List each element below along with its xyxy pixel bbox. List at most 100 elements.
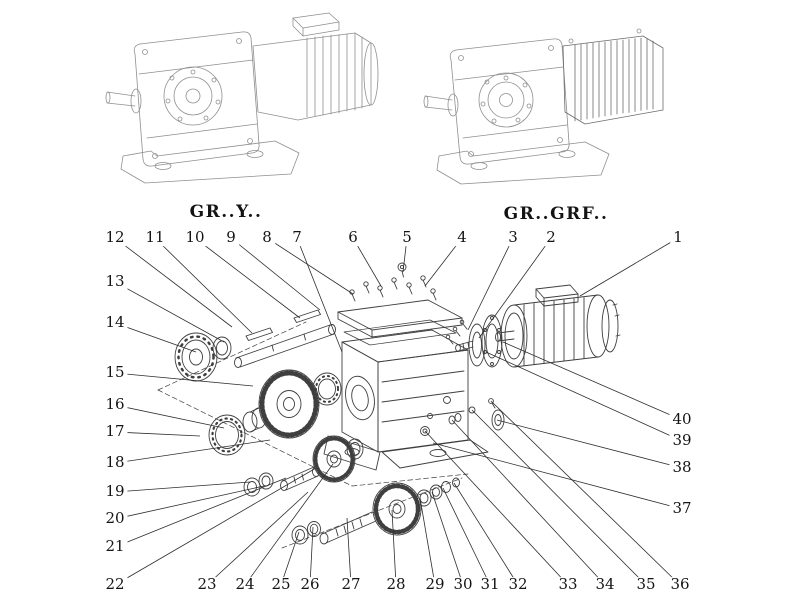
plugs-and-seals — [420, 398, 505, 436]
callout-40: 40 — [669, 411, 695, 428]
callout-16: 16 — [102, 396, 128, 413]
callout-31: 31 — [477, 576, 503, 593]
variant-label-gr-y: GR..Y.. — [189, 202, 263, 222]
callout-39: 39 — [669, 432, 695, 449]
gearmotor-gr-grf-view — [423, 28, 664, 185]
callout-29: 29 — [422, 576, 448, 593]
leader-line-12 — [114, 237, 233, 328]
leader-line-38 — [496, 419, 683, 469]
leader-line-29 — [419, 497, 436, 586]
leader-line-26 — [309, 526, 314, 586]
output-gear — [372, 482, 422, 536]
leader-line-35 — [471, 409, 647, 586]
lower-washers — [291, 521, 321, 545]
motor-flange-discs — [468, 314, 503, 368]
callout-12: 12 — [102, 229, 128, 246]
output-shaft — [234, 324, 336, 368]
lower-rings — [416, 477, 460, 507]
callout-2: 2 — [543, 229, 559, 246]
callout-5: 5 — [399, 229, 415, 246]
leader-line-14 — [114, 322, 197, 353]
variant-label-gr-grf: GR..GRF.. — [503, 204, 609, 224]
leader-line-20 — [114, 485, 265, 520]
callout-24: 24 — [232, 576, 258, 593]
callout-34: 34 — [592, 576, 618, 593]
mounting-feet — [323, 435, 489, 471]
leader-line-34 — [451, 419, 606, 586]
callout-20: 20 — [102, 510, 128, 527]
callout-19: 19 — [102, 483, 128, 500]
leader-line-21 — [114, 477, 287, 548]
leader-line-1 — [579, 237, 679, 297]
gear-bearing — [312, 372, 342, 406]
gearmotor-gr-y-view — [105, 12, 379, 184]
leader-line-6 — [352, 237, 382, 287]
leader-line-18 — [114, 439, 271, 464]
callout-28: 28 — [383, 576, 409, 593]
callout-35: 35 — [633, 576, 659, 593]
leader-line-22 — [114, 467, 317, 586]
leader-line-28 — [391, 509, 397, 586]
callout-30: 30 — [450, 576, 476, 593]
leader-line-31 — [442, 487, 491, 586]
leader-line-9 — [230, 237, 321, 311]
callout-37: 37 — [669, 500, 695, 517]
callout-14: 14 — [102, 314, 128, 331]
leader-line-13 — [114, 281, 225, 343]
callout-10: 10 — [182, 229, 208, 246]
leader-line-2 — [478, 237, 552, 339]
leader-line-8 — [266, 237, 354, 295]
leader-line-36 — [490, 400, 681, 586]
callout-13: 13 — [102, 273, 128, 290]
callout-8: 8 — [259, 229, 275, 246]
callout-32: 32 — [505, 576, 531, 593]
callout-25: 25 — [268, 576, 294, 593]
callout-4: 4 — [454, 229, 470, 246]
callout-21: 21 — [102, 538, 128, 555]
housing — [341, 329, 469, 453]
leader-line-10 — [194, 237, 301, 319]
leader-line-16 — [114, 404, 225, 429]
first-stage-gear — [258, 369, 320, 439]
callout-17: 17 — [102, 423, 128, 440]
leader-line-25 — [280, 531, 300, 586]
input-pinion — [455, 340, 474, 352]
leader-line-32 — [453, 482, 519, 586]
callout-33: 33 — [555, 576, 581, 593]
spacer-sleeve — [242, 407, 267, 433]
leader-line-4 — [424, 237, 463, 287]
leader-line-7 — [296, 237, 343, 353]
callout-27: 27 — [338, 576, 364, 593]
callout-23: 23 — [194, 576, 220, 593]
callout-36: 36 — [667, 576, 693, 593]
leader-line-37 — [432, 442, 683, 510]
leader-line-19 — [114, 481, 251, 493]
callout-38: 38 — [669, 459, 695, 476]
callout-22: 22 — [102, 576, 128, 593]
callout-6: 6 — [345, 229, 361, 246]
leader-line-24 — [244, 463, 334, 586]
callout-15: 15 — [102, 364, 128, 381]
callout-9: 9 — [223, 229, 239, 246]
leader-line-11 — [154, 237, 253, 334]
leader-line-15 — [114, 372, 254, 387]
leader-line-40 — [502, 341, 683, 421]
callout-26: 26 — [297, 576, 323, 593]
callout-3: 3 — [505, 229, 521, 246]
lower-left-bearing — [208, 414, 246, 456]
callout-11: 11 — [142, 229, 168, 246]
callout-1: 1 — [670, 229, 686, 246]
leader-line-39 — [485, 351, 683, 442]
callout-7: 7 — [289, 229, 305, 246]
leader-line-3 — [467, 237, 514, 331]
cooling-fin-cover — [562, 35, 664, 125]
leader-line-30 — [431, 491, 464, 586]
shaft-keys — [245, 309, 321, 341]
intermediate-pinion-shaft — [280, 466, 320, 491]
leader-line-33 — [424, 430, 569, 586]
input-bolts — [445, 319, 468, 345]
